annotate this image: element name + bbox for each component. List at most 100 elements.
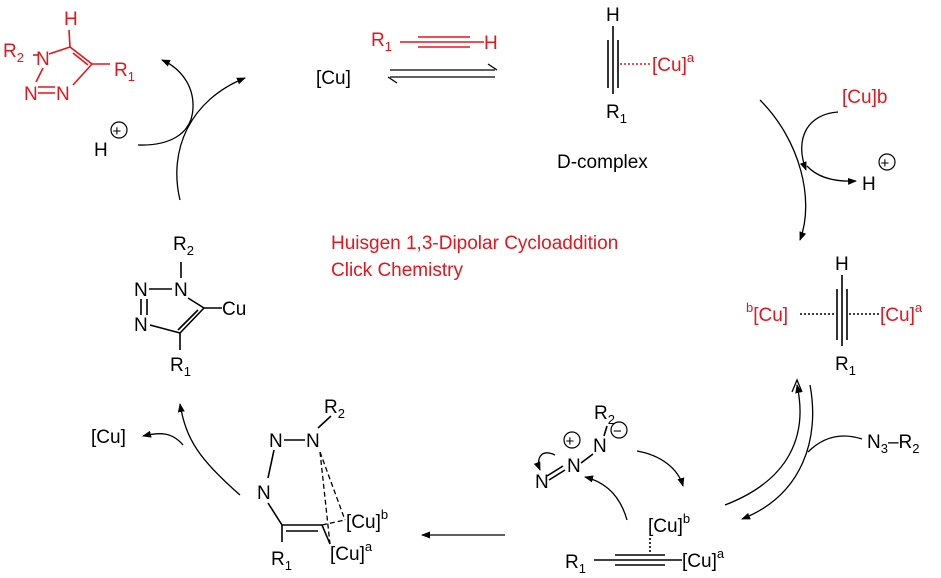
mc-r2-label: R2 (324, 397, 345, 421)
title-line-2: Click Chemistry (331, 260, 463, 281)
az-minus-sign: − (613, 423, 622, 440)
product-ch-bond (68, 29, 71, 48)
product-n1-label: N (36, 49, 50, 70)
acetylide-cu-b-label: [Cu]b (648, 511, 690, 537)
az-n-terminal: N (535, 472, 549, 493)
dicu-h-label: H (835, 254, 849, 275)
cycle-arrow-left-bottom (177, 403, 241, 496)
mc-cu-b-label: [Cu]b (346, 507, 388, 533)
title-line-1: Huisgen 1,3-Dipolar Cycloaddition (331, 233, 618, 254)
tz-c5-c4-bond (179, 307, 205, 334)
mc-r2-bond (317, 415, 332, 429)
d-complex-label: D-complex (557, 152, 648, 173)
acetylide-cu-a-label: [Cu]a (682, 546, 725, 572)
az-bond-1b (546, 465, 564, 477)
alkyne-h-label: H (484, 33, 498, 54)
az-r2-label: R2 (594, 403, 615, 427)
product-n2-label: N (24, 84, 38, 105)
tz-cu-label: Cu (222, 299, 246, 320)
pi-cu-a-label: [Cu]a (652, 50, 695, 76)
cycle-arrow-right-top (759, 99, 807, 241)
dicu-cu-a-label: [Cu]a (880, 300, 923, 326)
product-triazole: H R2 N N N R1 (3, 9, 135, 105)
mc-c-cua-bond (321, 524, 331, 545)
mc-r1-label: R1 (271, 549, 292, 573)
az-bond-2 (580, 453, 594, 464)
mc-n-n2-bond-a (267, 449, 275, 479)
plus-sign: + (113, 123, 122, 140)
product-n3-label: N (56, 84, 70, 105)
az-plus-icon (563, 431, 581, 449)
mc-dash-c-cub (321, 519, 346, 526)
tz-n1-label: N (174, 280, 188, 301)
product-c5-c4-bond (69, 46, 93, 65)
mc-n-left: N (269, 431, 283, 452)
azide-entry-arrow (807, 435, 863, 453)
title: Huisgen 1,3-Dipolar Cycloaddition Click … (331, 233, 618, 281)
copper-metallacycle: N N R2 N R1 [Cu]b [Cu]a (257, 397, 388, 573)
eq-arrow-up (795, 384, 803, 394)
eq-arrow-down (724, 384, 801, 506)
h-plus-top-left: H + (94, 121, 128, 161)
plus-charge-icon (110, 121, 128, 139)
equilibrium-arrows-top (387, 63, 498, 84)
plus-charge-right-icon (878, 153, 896, 171)
product-r2-label: R2 (3, 41, 24, 65)
tz-n3-label: N (134, 315, 148, 336)
h-plus-exit-arrow (806, 165, 857, 185)
tz-r2-label: R2 (173, 234, 194, 258)
product-c5-c4-double (72, 52, 89, 66)
catalyst-cu-top: [Cu] (316, 68, 351, 89)
mc-n-c-bond (267, 502, 283, 526)
azide-n3-r2-label: N3–R2 (867, 432, 920, 456)
cu-b-label: [Cu]b (842, 87, 887, 108)
cu-top-label: [Cu] (316, 68, 351, 89)
mc-n-right: N (306, 431, 320, 452)
product-h-label: H (64, 9, 78, 30)
tz-n2-label: N (134, 280, 148, 301)
az-n-central: N (567, 456, 581, 477)
protonation-arrow (137, 59, 194, 146)
tz-n1-c5-bond (187, 297, 205, 309)
azide-acetylide-complex: N N N R2 + − R1 [Cu]a [Cu]b (533, 403, 725, 576)
cu-released-label: [Cu] (91, 427, 126, 448)
product-c4-n3-bond (72, 63, 93, 86)
tz-n3-c4-bond (149, 324, 181, 334)
terminal-alkyne: R1 H (371, 30, 498, 54)
product-n1-n2-bond (35, 67, 44, 83)
acetylide-curly (584, 475, 628, 521)
tz-r1-label: R1 (170, 355, 191, 379)
az-plus-sign: + (566, 433, 575, 450)
mc-n-n2-bond-b (276, 452, 281, 478)
tz-c5-c4-double (177, 309, 199, 331)
cu-b-entry-arrow (799, 111, 839, 171)
pi-complex-top: H [Cu]a R1 D-complex (557, 5, 695, 173)
dicu-cu-b-label: b[Cu] (746, 300, 788, 326)
mc-n-lower: N (257, 483, 271, 504)
az-bond-1a (548, 469, 566, 481)
product-r1-label: R1 (114, 60, 135, 84)
mc-dash-n-cub (319, 451, 346, 521)
plus-right-sign: + (881, 155, 890, 172)
cu-released: [Cu] (91, 403, 241, 496)
azide-entry: N3–R2 (724, 378, 920, 520)
az-minus-icon (610, 421, 628, 439)
cycle-arrow-left-top (176, 77, 246, 201)
dicu-r1-label: R1 (835, 354, 856, 378)
copper-triazolide: R2 N N N Cu R1 (134, 234, 246, 379)
h-label: H (94, 140, 108, 161)
product-n1-c5-bond (48, 46, 71, 55)
az-curly-left (533, 452, 556, 471)
pi-r1-label: R1 (606, 102, 627, 126)
h-plus-right: H + (806, 153, 896, 195)
acetylide-r1-label: R1 (565, 552, 586, 576)
cu-b-incoming: [Cu]b (799, 87, 887, 171)
az-curly-right (636, 450, 685, 487)
az-n-substituted: N (593, 436, 607, 457)
pi-h-label: H (606, 5, 620, 26)
h-right-label: H (862, 174, 876, 195)
mc-cu-a-label: [Cu]a (330, 539, 373, 565)
dicopper-pi-complex: H b[Cu] [Cu]a R1 (746, 254, 923, 378)
